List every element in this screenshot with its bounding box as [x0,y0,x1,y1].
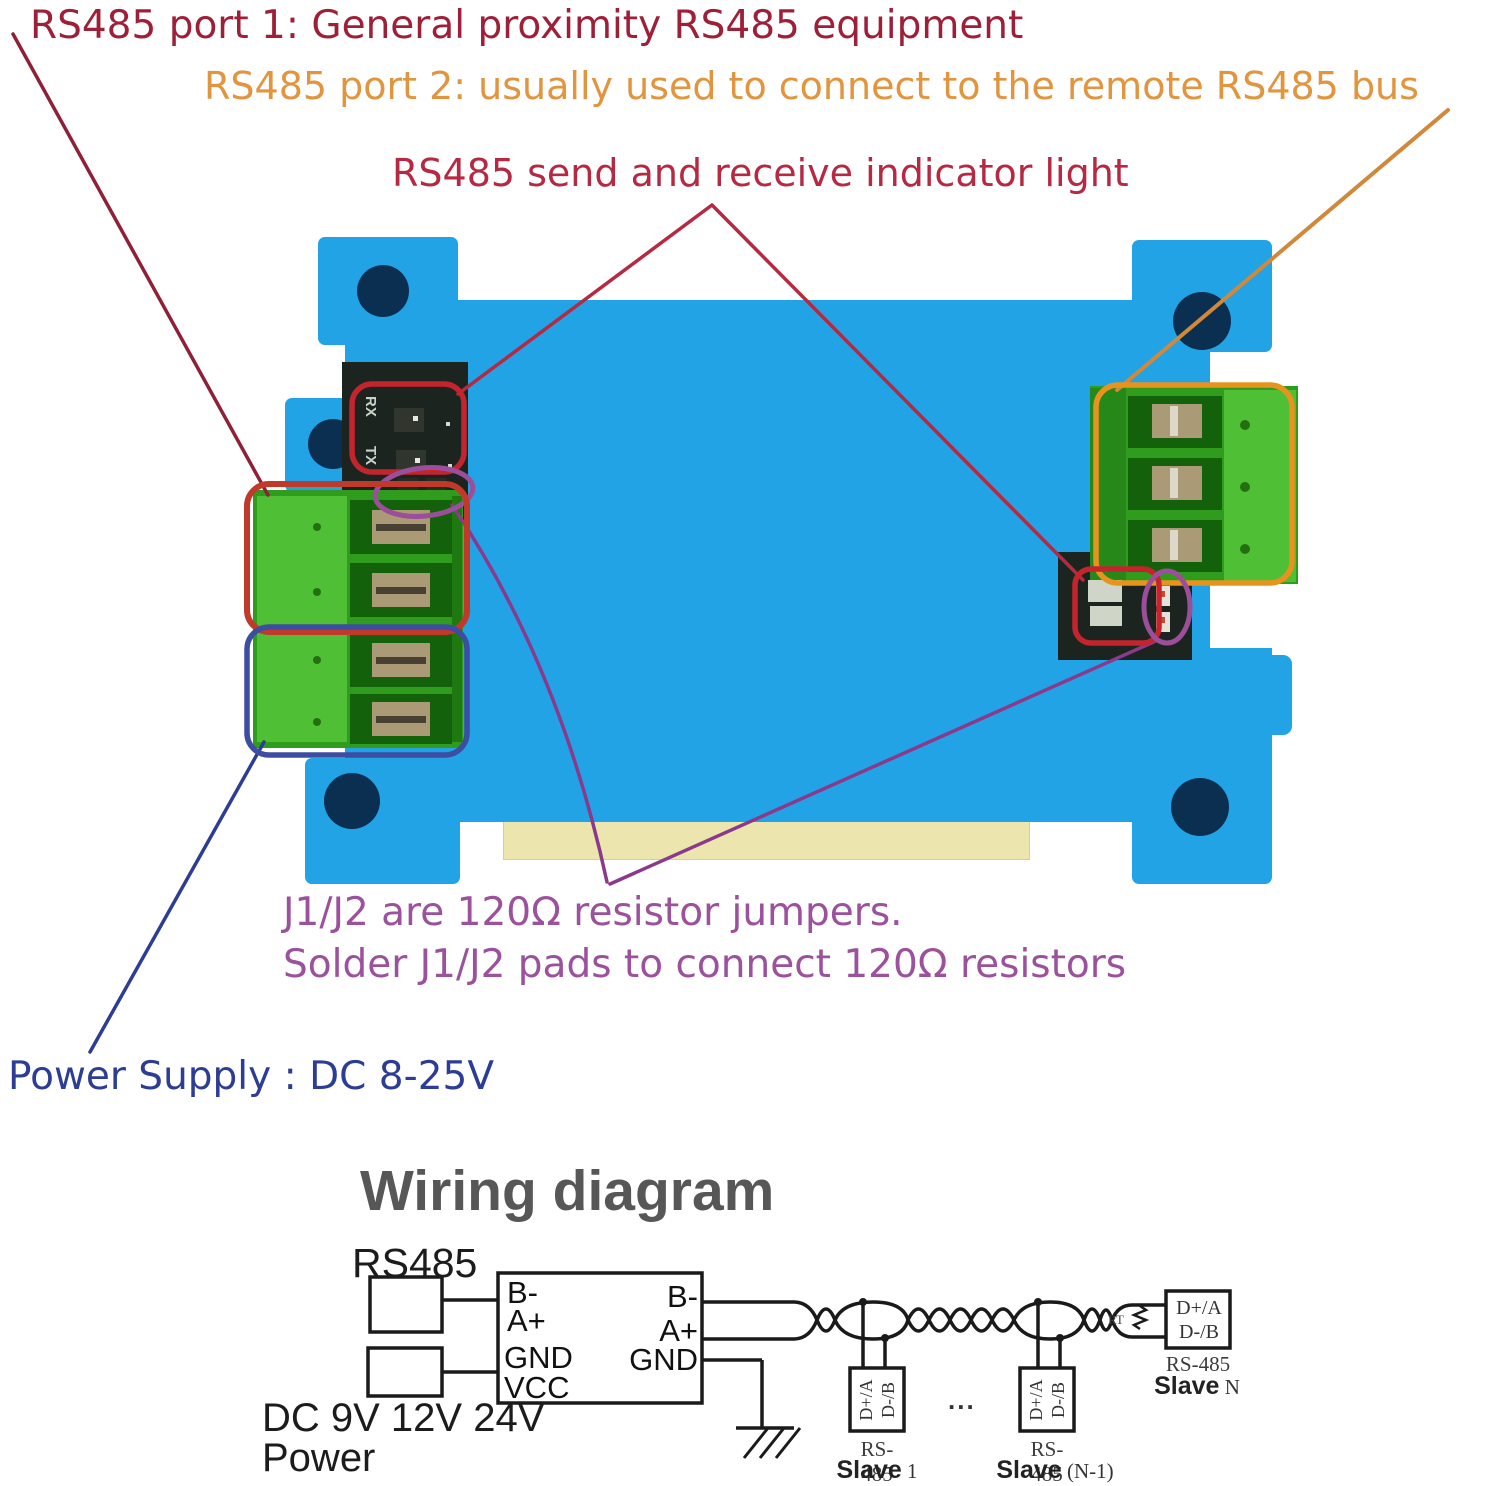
annotation-power-supply: Power Supply : DC 8-25V [8,1054,494,1099]
silk-tx-text: TX [362,446,379,465]
slaveN1-name-suffix: (N-1) [1061,1459,1114,1483]
annotation-jumper-line1: J1/J2 are 120Ω resistor jumpers. [283,890,903,935]
terminal-block-right [1090,386,1298,584]
pin-left-a: A+ [507,1303,546,1338]
termination-resistor-symbol [1130,1304,1150,1331]
slaveN1-pin-bottom: D-/B [1048,1382,1068,1418]
slaveN-rs485-tag: RS-485 [1165,1352,1231,1376]
slave1-rs485-tag: RS-485 [860,1437,894,1486]
slaveN-pin-top: D+/A [1176,1297,1222,1319]
slaveN-pin-bottom: D-/B [1179,1321,1219,1343]
annotation-indicator: RS485 send and receive indicator light [392,151,1129,195]
ground-symbol [742,1427,802,1459]
bus-ellipsis: ... [948,1385,976,1415]
slaveN-name-bold: Slave [1154,1372,1220,1400]
pin-right-gnd: GND [629,1342,698,1377]
slave1-name-bold: Slave [836,1456,902,1484]
slave1-pin-bottom: D-/B [878,1382,898,1418]
wiring-heading: Wiring diagram [360,1159,775,1223]
slaveN-name: Slave N [1145,1372,1249,1401]
wiring-bus-wires [702,1300,795,1341]
annotation-port2: RS485 port 2: usually used to connect to… [204,64,1419,108]
annotation-jumper-line2: Solder J1/J2 pads to connect 120Ω resist… [283,942,1127,987]
termination-resistor-label: RT [1108,1312,1124,1327]
wiring-rs485-label: RS485 [352,1240,478,1286]
wiring-power-box [366,1346,444,1398]
module-photo: RX TX [253,237,1298,884]
wiring-input-wires [442,1298,498,1374]
annotation-port1: RS485 port 1: General proximity RS485 eq… [30,3,1024,48]
slave-tap-wires [861,1302,1062,1368]
tap-junction-dots [859,1298,1064,1342]
slaveN1-pin-top: D+/A [1026,1379,1046,1421]
callout-line-power [88,740,266,1054]
wiring-gnd-wire [702,1358,794,1430]
slave1-pin-top: D+/A [856,1379,876,1421]
slave1-name: Slave 1 [820,1456,934,1485]
wiring-dc-label: DC 9V 12V 24V [262,1396,545,1440]
terminal-block-left [253,490,463,748]
slaveN1-rs485-tag: RS-485 [1030,1437,1064,1486]
slaveN-name-suffix: N [1219,1375,1240,1399]
wiring-power-label: Power [262,1436,376,1480]
silk-rx-text: RX [362,396,379,417]
slave1-name-suffix: 1 [901,1459,918,1483]
slaveN1-name-bold: Slave [996,1456,1062,1484]
slaveN1-name: Slave (N-1) [985,1456,1125,1485]
pin-right-b: B- [667,1279,698,1314]
